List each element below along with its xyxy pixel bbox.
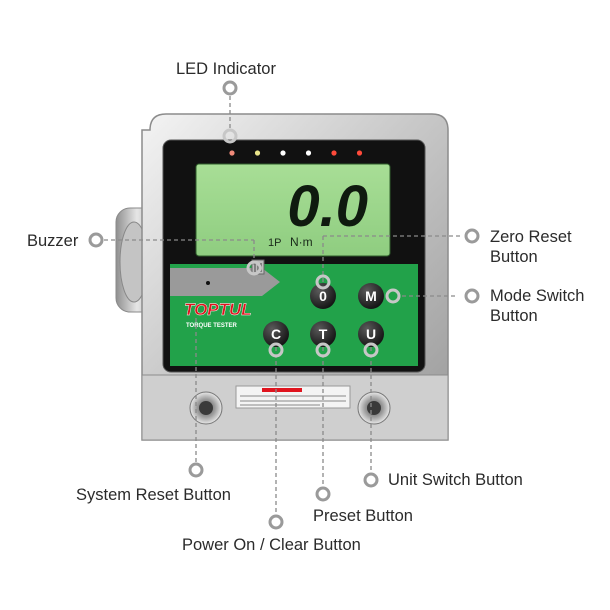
label-system-reset: System Reset Button [76,486,231,504]
zero-reset-button[interactable]: 0 [310,283,336,309]
label-zero-reset-line2: Button [490,248,538,266]
svg-text:U: U [366,326,376,342]
marker-buzzer [88,232,104,248]
callout-markers [88,80,480,530]
mounting-hole-left [189,391,223,425]
led-dot [356,150,363,156]
marker-mode-target [385,288,401,304]
lcd-status: 1P [268,237,281,249]
label-preset: Preset Button [313,507,413,525]
label-zero-reset: Zero Reset Button [490,227,572,267]
info-sticker [235,385,351,409]
label-power-clear: Power On / Clear Button [182,536,361,554]
svg-text:0: 0 [319,288,327,304]
svg-text:C: C [271,326,281,342]
label-unit-switch: Unit Switch Button [388,471,523,489]
led-indicator-row [229,150,363,156]
brand-logo: TOPTUL [184,300,252,319]
lcd-screen: 0.0 1P N·m [195,163,391,257]
marker-power [268,514,284,530]
brand-subtitle: TORQUE TESTER [186,323,238,329]
marker-zero [464,228,480,244]
lcd-unit: N·m [290,235,313,249]
lcd-value: 0.0 [287,174,368,239]
control-panel: TOPTUL TORQUE TESTER [170,259,418,366]
label-buzzer: Buzzer [27,232,79,250]
marker-unit-target [363,342,379,358]
marker-preset [315,486,331,502]
power-clear-button[interactable]: C [263,321,289,347]
preset-button[interactable]: T [310,321,336,347]
marker-led [222,80,238,96]
svg-text:M: M [365,288,377,304]
unit-switch-button[interactable]: U [358,321,384,347]
marker-power-target [268,342,284,358]
label-mode-switch-line1: Mode Switch [490,287,585,305]
marker-preset-target [315,342,331,358]
led-dot [305,150,312,156]
led-dot [280,150,286,156]
led-dot [254,150,261,156]
led-dot [331,150,337,156]
label-mode-switch-line2: Button [490,307,538,325]
led-dot [229,150,235,156]
marker-zero-target [315,274,331,290]
marker-mode [464,288,480,304]
mode-switch-button[interactable]: M [358,283,384,309]
label-led-indicator: LED Indicator [176,60,276,78]
label-zero-reset-line1: Zero Reset [490,228,572,246]
marker-system-reset [188,462,204,478]
marker-unit [363,472,379,488]
marker-buzzer-target [246,260,262,276]
svg-text:T: T [319,326,328,342]
label-mode-switch: Mode Switch Button [490,286,584,326]
marker-led-target [222,128,238,144]
